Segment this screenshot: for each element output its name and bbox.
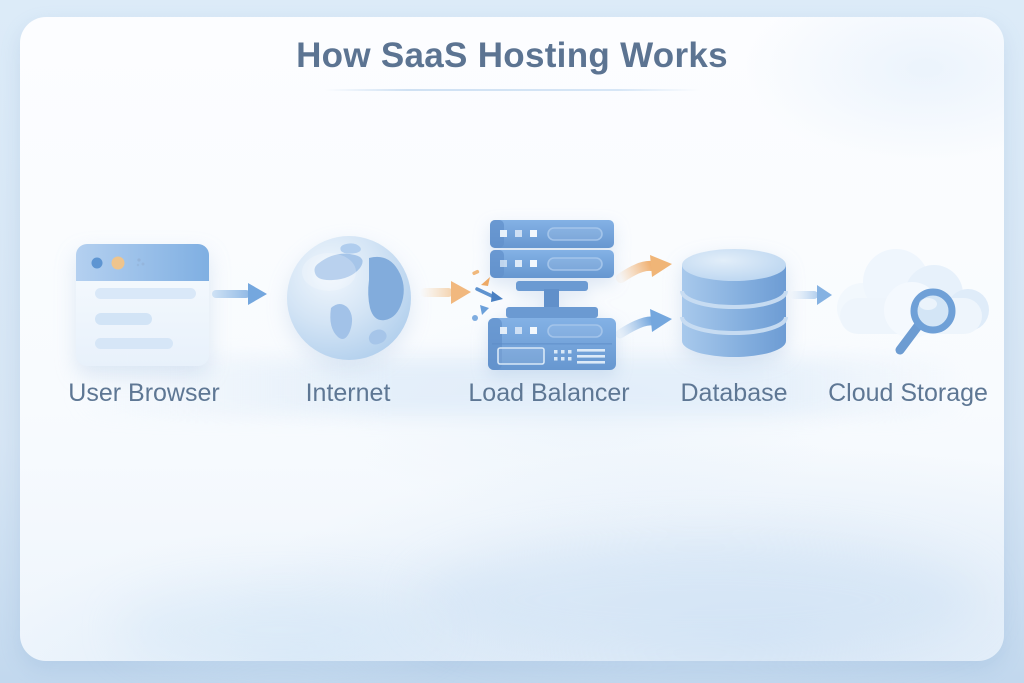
browser-window-icon bbox=[76, 244, 209, 366]
node-label-cloud-storage: Cloud Storage bbox=[828, 379, 988, 407]
node-label-internet: Internet bbox=[305, 379, 391, 407]
server-stack-icon bbox=[488, 220, 616, 370]
node-label-load-balancer: Load Balancer bbox=[468, 379, 630, 407]
cloud-magnifier-icon bbox=[837, 249, 989, 355]
server-stand bbox=[506, 281, 598, 318]
server-rack-bottom bbox=[488, 318, 616, 370]
globe-icon bbox=[287, 236, 411, 360]
cloud-icon bbox=[837, 249, 989, 338]
node-label-database: Database bbox=[680, 379, 788, 407]
page-title: How SaaS Hosting Works bbox=[296, 36, 728, 75]
database-cylinder-icon bbox=[680, 249, 788, 357]
magnifier-icon bbox=[895, 288, 956, 355]
title-underline bbox=[324, 89, 700, 91]
node-label-user-browser: User Browser bbox=[68, 379, 220, 407]
server-rack-top bbox=[490, 220, 614, 278]
